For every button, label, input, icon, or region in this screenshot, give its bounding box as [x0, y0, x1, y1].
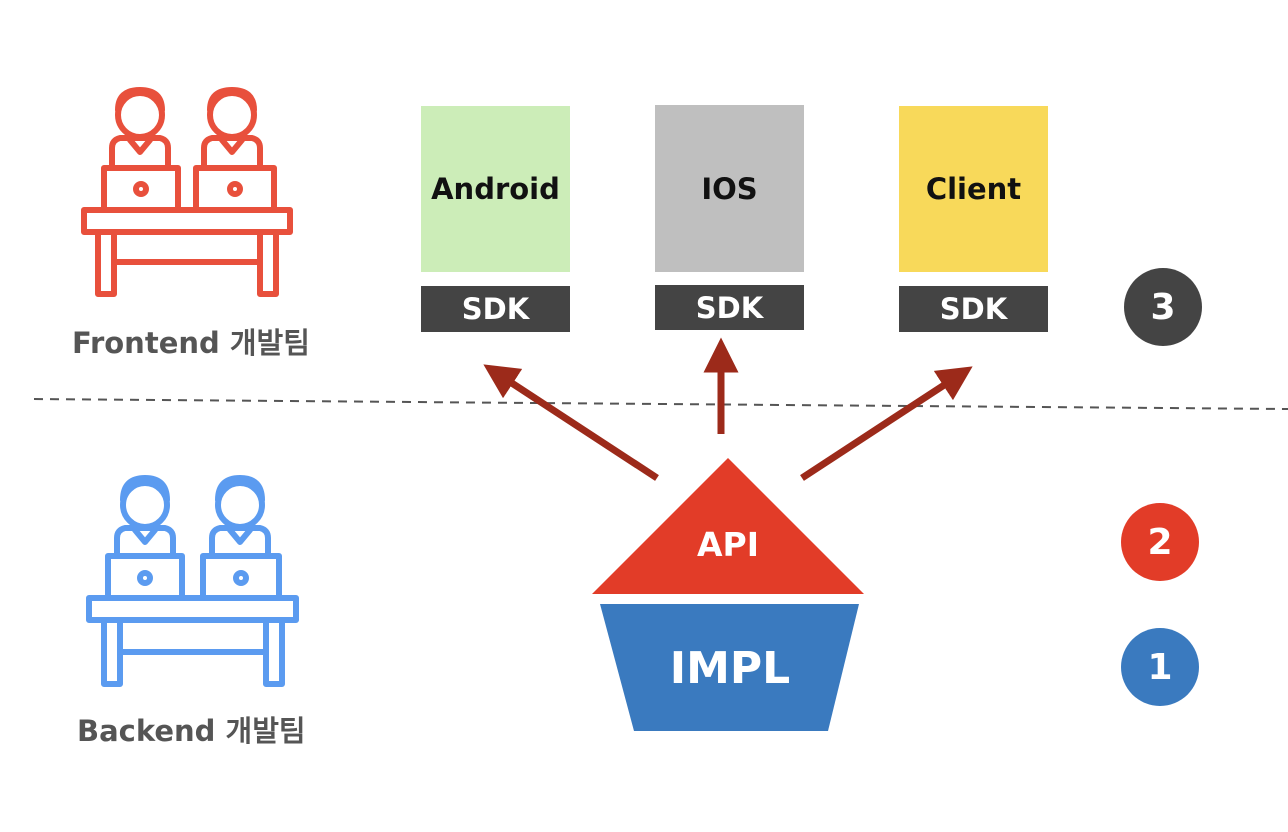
api-label: API [696, 524, 759, 564]
client-label: Client [925, 172, 1022, 206]
ios-platform-box: IOS [655, 105, 804, 272]
android-sdk-label: SDK [461, 292, 530, 326]
step-badge-2: 2 [1121, 503, 1199, 581]
step-2-number: 2 [1147, 521, 1173, 563]
frontend-team-label: Frontend 개발팀 [72, 326, 310, 360]
arrow-to-android-sdk [483, 364, 659, 481]
frontend-backend-divider [33, 398, 1288, 410]
backend-team-label: Backend 개발팀 [77, 714, 306, 748]
ios-sdk-label: SDK [695, 290, 764, 325]
frontend-developers-icon [81, 87, 293, 297]
api-triangle-shape [592, 458, 864, 594]
step-3-number: 3 [1150, 286, 1176, 328]
step-badge-1: 1 [1121, 628, 1199, 706]
client-platform-box: Client [899, 106, 1048, 272]
arrow-to-client-sdk [800, 366, 973, 481]
step-badge-3: 3 [1124, 268, 1202, 346]
impl-trapezoid-shape [600, 604, 859, 731]
ios-sdk-box: SDK [655, 285, 804, 330]
step-1-number: 1 [1147, 646, 1173, 688]
android-sdk-box: SDK [421, 286, 570, 332]
ios-label: IOS [701, 171, 758, 206]
backend-developers-icon [86, 475, 299, 687]
client-sdk-label: SDK [939, 292, 1008, 326]
impl-label: IMPL [669, 642, 791, 694]
android-platform-box: Android [421, 106, 570, 272]
android-label: Android [431, 172, 560, 206]
client-sdk-box: SDK [899, 286, 1048, 332]
